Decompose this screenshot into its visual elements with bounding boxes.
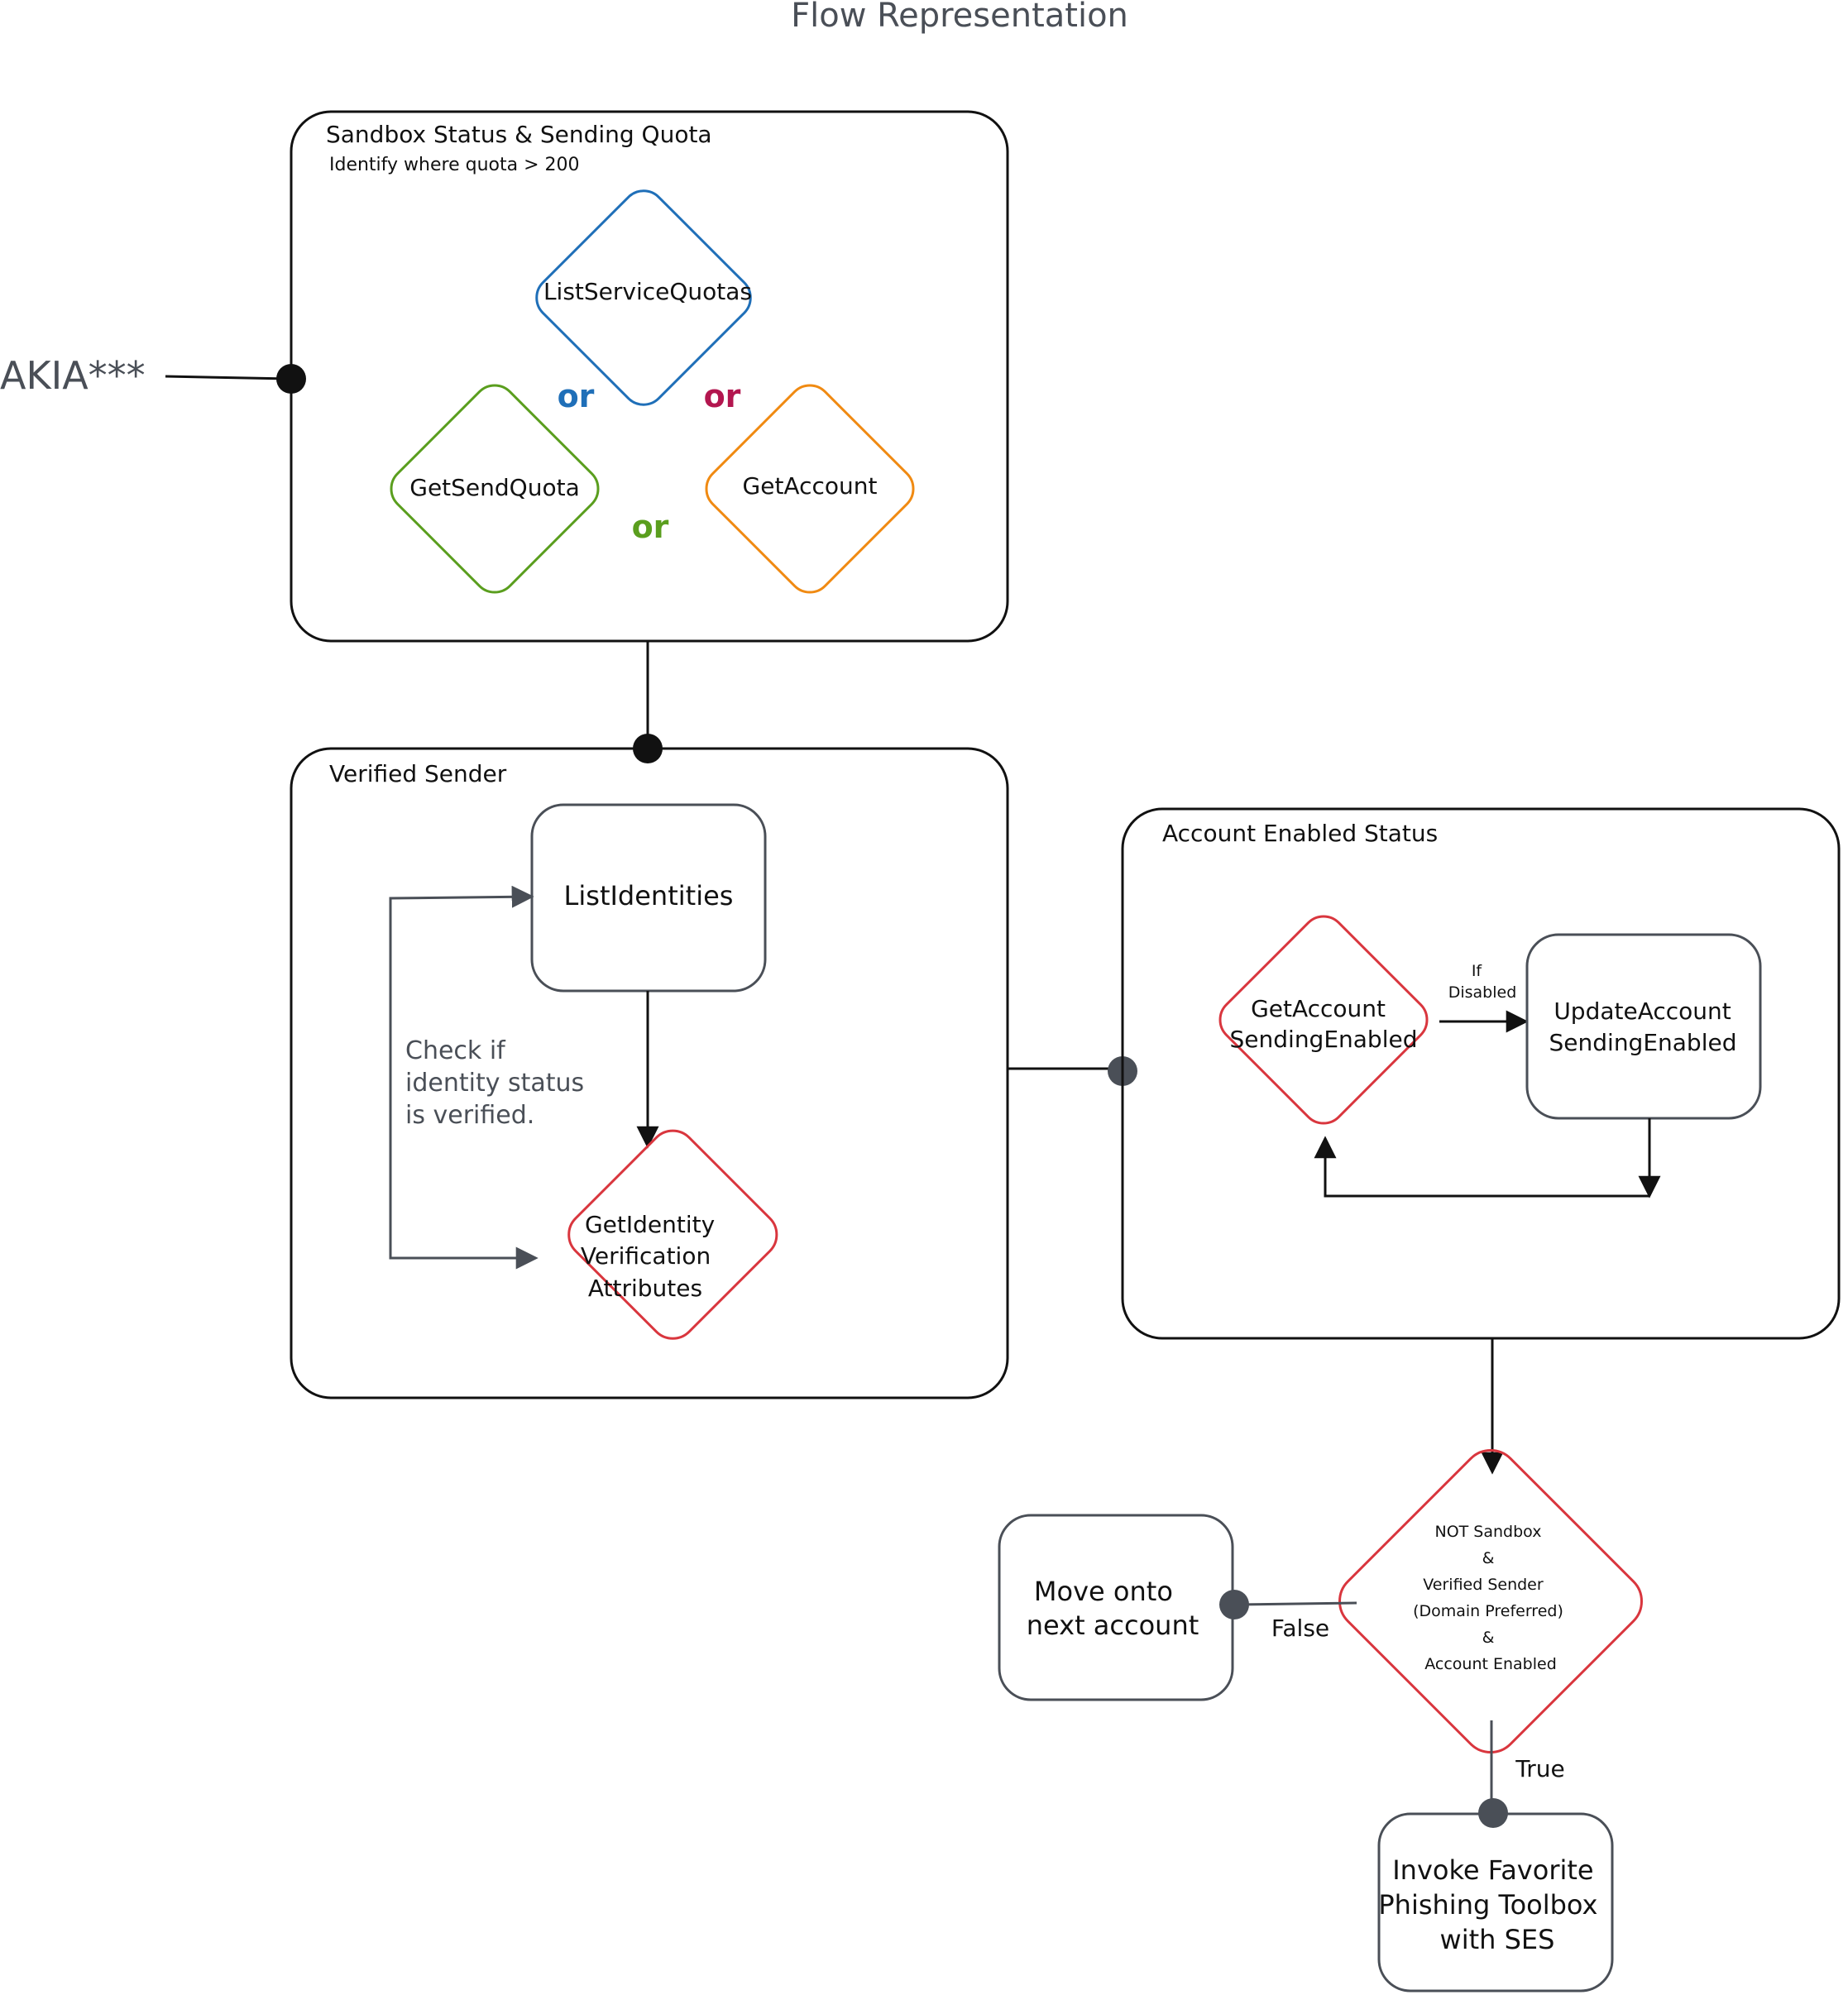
group-enabled[interactable]: Account Enabled Status GetAccount Sendin… [1121,807,1841,1340]
group-sandbox-frame [290,110,1009,643]
group-enabled-frame [1121,807,1841,1340]
label-true: True [1515,1755,1564,1782]
group-sandbox[interactable]: Sandbox Status & Sending Quota Identify … [290,110,1009,643]
annotation-check-identity: Check if identity status is verified. [405,1036,592,1130]
or-label-blue: or [558,378,595,414]
svg-text:Move onto next account: Move onto next account [1027,1576,1199,1641]
group-sandbox-subtitle: Identify where quota > 200 [329,155,580,175]
node-get-send-quota[interactable]: GetSendQuota [382,376,607,601]
entry-label: AKIA*** [0,353,146,398]
label-if-disabled: If Disabled [1448,962,1517,1002]
group-verified-frame [290,747,1009,1399]
arrow-return-to-get-account[interactable] [1314,1136,1649,1198]
svg-text:GetAccount: GetAccount [743,472,878,500]
diagram-title: Flow Representation [791,0,1128,35]
group-verified[interactable]: Verified Sender ListIdentities GetIdenti… [290,747,1009,1399]
node-get-account[interactable]: GetAccount [697,376,922,601]
svg-text:UpdateAccount SendingE: UpdateAccount SendingEnabled [1549,998,1739,1056]
or-label-magenta: or [704,378,741,414]
arrow-verification-loop[interactable] [389,885,539,1270]
node-get-identity-verification[interactable]: GetIdentity Verification Attributes [559,1122,786,1348]
svg-text:GetIdentity Verificati: GetIdentity Verification Attributes [581,1211,722,1302]
svg-text:GetAccount SendingEnab: GetAccount SendingEnabled [1230,995,1418,1053]
group-sandbox-title: Sandbox Status & Sending Quota [326,121,712,148]
svg-text:ListIdentities: ListIdentities [564,880,734,911]
node-decision[interactable]: NOT Sandbox & Verified Sender (Domain Pr… [1328,1438,1653,1763]
node-update-account-sending-enabled[interactable]: UpdateAccount SendingEnabled [1525,933,1762,1120]
node-invoke-toolbox[interactable]: Invoke Favorite Phishing Toolbox with SE… [1377,1812,1614,1993]
group-enabled-title: Account Enabled Status [1162,820,1438,847]
svg-text:Invoke Favorite Phishing: Invoke Favorite Phishing Toolbox with SE… [1378,1854,1606,1955]
or-label-green: or [632,509,669,545]
node-list-identities[interactable]: ListIdentities [530,803,767,993]
group-verified-title: Verified Sender [329,760,507,787]
node-move-next-account[interactable]: Move onto next account [998,1514,1234,1701]
connector-dot-move-next [1219,1590,1249,1619]
connector-false[interactable] [1235,1601,1357,1606]
node-list-service-quotas[interactable]: ListServiceQuotas [528,182,759,414]
svg-text:ListServiceQuotas: ListServiceQuotas [543,278,752,305]
svg-text:NOT Sandbox & Veri: NOT Sandbox & Verified Sender (Domain Pr… [1413,1523,1568,1673]
node-get-account-sending-enabled[interactable]: GetAccount SendingEnabled [1211,907,1436,1132]
label-false: False [1271,1615,1329,1642]
entry-connector[interactable] [165,375,290,380]
svg-text:GetSendQuota: GetSendQuota [409,474,579,501]
